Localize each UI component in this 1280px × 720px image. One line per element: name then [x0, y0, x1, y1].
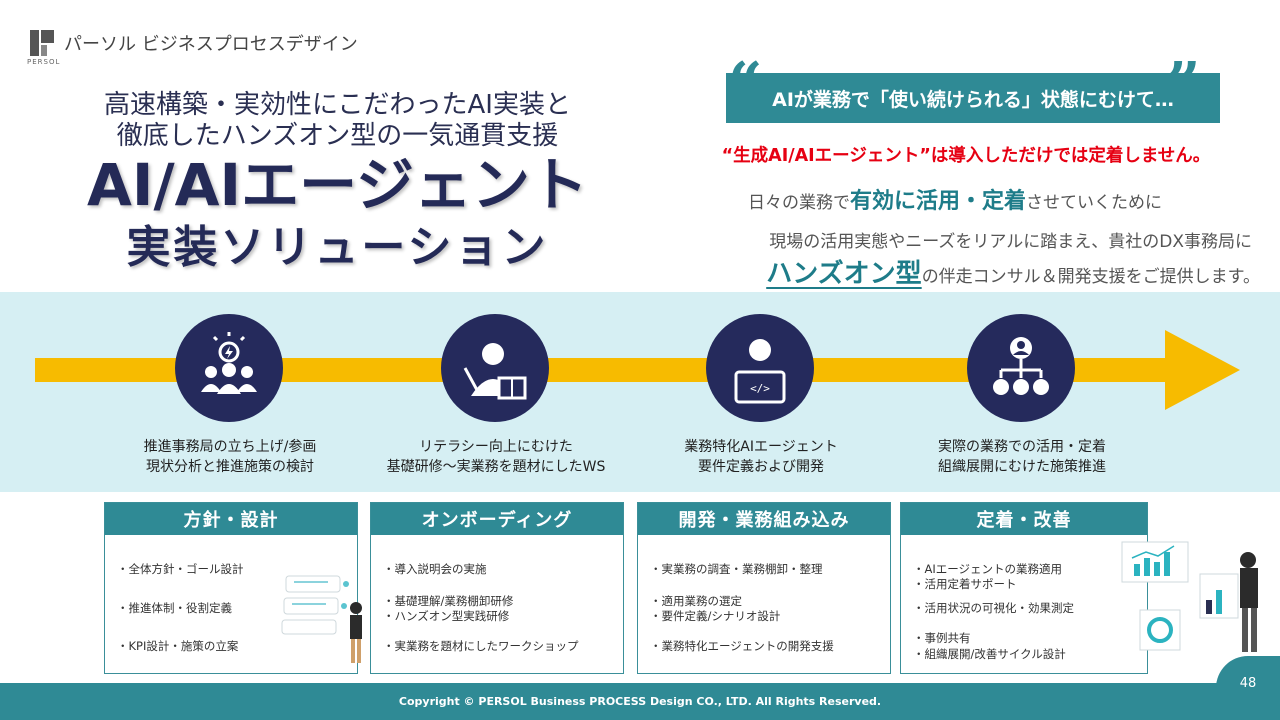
step-2-caption-line-2: 基礎研修〜実業務を題材にしたWS [386, 459, 606, 475]
card-item: ・推進体制・役割定義 [117, 601, 232, 615]
card-item: ・基礎理解/業務棚卸研修 [383, 594, 514, 608]
message-highlight-2: ハンズオン型 [766, 259, 922, 289]
teacher-icon [463, 343, 527, 400]
idea-team-icon [201, 332, 257, 394]
message-line-2: 現場の活用実態やニーズをリアルに踏まえ、貴社のDX事務局に [769, 232, 1252, 252]
page-number-badge [1216, 656, 1280, 720]
analytics-illustration [1121, 541, 1258, 652]
card-item: ・導入説明会の実施 [383, 562, 487, 576]
step-2-caption-line-1: リテラシー向上にむけた [419, 439, 573, 455]
step-1-circle [175, 314, 283, 422]
card-item: ・業務特化エージェントの開発支援 [650, 639, 834, 653]
card-item: ・事例共有 [913, 631, 971, 645]
message-highlight-1: 有効に活用・定着 [849, 189, 1026, 214]
step-3-circle: </> [706, 314, 814, 422]
logo-subtext: PERSOL [27, 58, 61, 66]
step-4-caption-line-2: 組織展開にむけた施策推進 [938, 459, 1106, 475]
copyright-footer: Copyright © PERSOL Business PROCESS Desi… [0, 683, 1280, 720]
card-adoption-improvement: 定着・改善 ・AIエージェントの業務適用 ・活用定着サポート ・活用状況の可視化… [900, 502, 1148, 674]
card-item: ・要件定義/シナリオ設計 [650, 609, 781, 623]
card-item: ・実業務を題材にしたワークショップ [383, 639, 579, 653]
step-4-circle [967, 314, 1075, 422]
step-3-caption-line-1: 業務特化AIエージェント [684, 439, 838, 455]
close-quote-icon: ” [1166, 50, 1201, 120]
card-item: ・活用定着サポート [913, 577, 1017, 591]
step-3-caption-line-2: 要件定義および開発 [698, 459, 824, 475]
step-3-caption: 業務特化AIエージェント 要件定義および開発 [631, 437, 891, 477]
page-title: AI/AIエージェント 実装ソリューション [50, 150, 625, 276]
card-item: ・ハンズオン型実践研修 [383, 609, 510, 623]
message-line-3: ハンズオン型の伴走コンサル＆開発支援をご提供します。 [640, 253, 1260, 290]
card-item: ・実業務の調査・業務棚卸・整理 [650, 562, 823, 576]
page-number: 48 [1239, 676, 1257, 691]
org-chart-icon [993, 337, 1049, 395]
lead-text: 高速構築・実効性にこだわったAI実装と 徹底したハンズオン型の一気通貫支援 [50, 90, 625, 152]
step-4-caption: 実際の業務での活用・定着 組織展開にむけた施策推進 [892, 437, 1152, 477]
persol-logo-icon [30, 30, 54, 56]
developer-icon: </> [734, 339, 786, 404]
card-item: ・全体方針・ゴール設計 [117, 562, 244, 576]
quote-banner: AIが業務で「使い続けられる」状態にむけて… [726, 73, 1220, 123]
card-item: ・適用業務の選定 [650, 594, 742, 608]
card-item: ・活用状況の可視化・効果測定 [913, 601, 1074, 615]
step-1-caption-line-2: 現状分析と推進施策の検討 [146, 459, 314, 475]
message-line-1: 日々の業務で有効に活用・定着させていくために [660, 183, 1250, 215]
step-4-caption-line-1: 実際の業務での活用・定着 [938, 439, 1106, 455]
company-logo: パーソル ビジネスプロセスデザイン [30, 30, 358, 56]
message-line-1-post: させていくために [1026, 193, 1162, 213]
step-2-circle [441, 314, 549, 422]
message-line-1-pre: 日々の業務で [747, 193, 850, 213]
card-title: 開発・業務組み込み [638, 503, 890, 535]
card-item: ・KPI設計・施策の立案 [117, 639, 239, 653]
title-line-1: AI/AIエージェント [87, 151, 588, 219]
lead-line-2: 徹底したハンズオン型の一気通貫支援 [116, 121, 559, 151]
chat-bubbles-illustration [281, 575, 362, 663]
card-item: ・組織展開/改善サイクル設計 [913, 647, 1066, 661]
lead-line-1: 高速構築・実効性にこだわったAI実装と [104, 90, 571, 120]
step-1-caption-line-1: 推進事務局の立ち上げ/参画 [143, 439, 317, 455]
title-line-2: 実装ソリューション [126, 222, 549, 273]
card-title: 方針・設計 [105, 503, 357, 535]
step-2-caption: リテラシー向上にむけた 基礎研修〜実業務を題材にしたWS [366, 437, 626, 477]
card-title: 定着・改善 [901, 503, 1147, 535]
alert-message: “生成AI/AIエージェント”は導入しただけでは定着しません。 [721, 146, 1211, 166]
card-title: オンボーディング [371, 503, 623, 535]
card-development: 開発・業務組み込み ・実業務の調査・業務棚卸・整理 ・適用業務の選定 ・要件定義… [637, 502, 891, 674]
svg-text:</>: </> [750, 382, 770, 395]
card-onboarding: オンボーディング ・導入説明会の実施 ・基礎理解/業務棚卸研修 ・ハンズオン型実… [370, 502, 624, 674]
company-name: パーソル ビジネスプロセスデザイン [64, 34, 358, 55]
message-line-3-post: の伴走コンサル＆開発支援をご提供します。 [921, 267, 1260, 287]
card-item: ・AIエージェントの業務適用 [913, 562, 1063, 576]
step-1-caption: 推進事務局の立ち上げ/参画 現状分析と推進施策の検討 [100, 437, 360, 477]
